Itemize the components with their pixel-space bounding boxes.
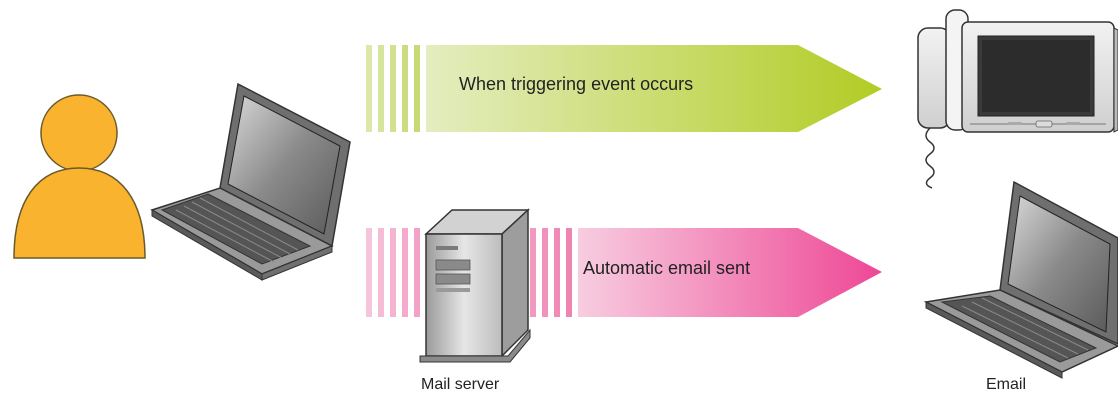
laptop-icon [923,180,1118,379]
video-intercom-monitor-icon [917,9,1118,189]
trigger-event-label: When triggering event occurs [459,74,694,94]
trigger-event-arrow [366,45,882,132]
person-icon [13,94,146,259]
laptop-icon [150,82,351,281]
automatic-email-arrow [366,228,882,317]
automatic-email-label: Automatic email sent [583,258,751,278]
mail-server-label: Mail server [421,376,500,393]
mail-server-icon [419,208,531,363]
email-label: Email [986,376,1027,393]
